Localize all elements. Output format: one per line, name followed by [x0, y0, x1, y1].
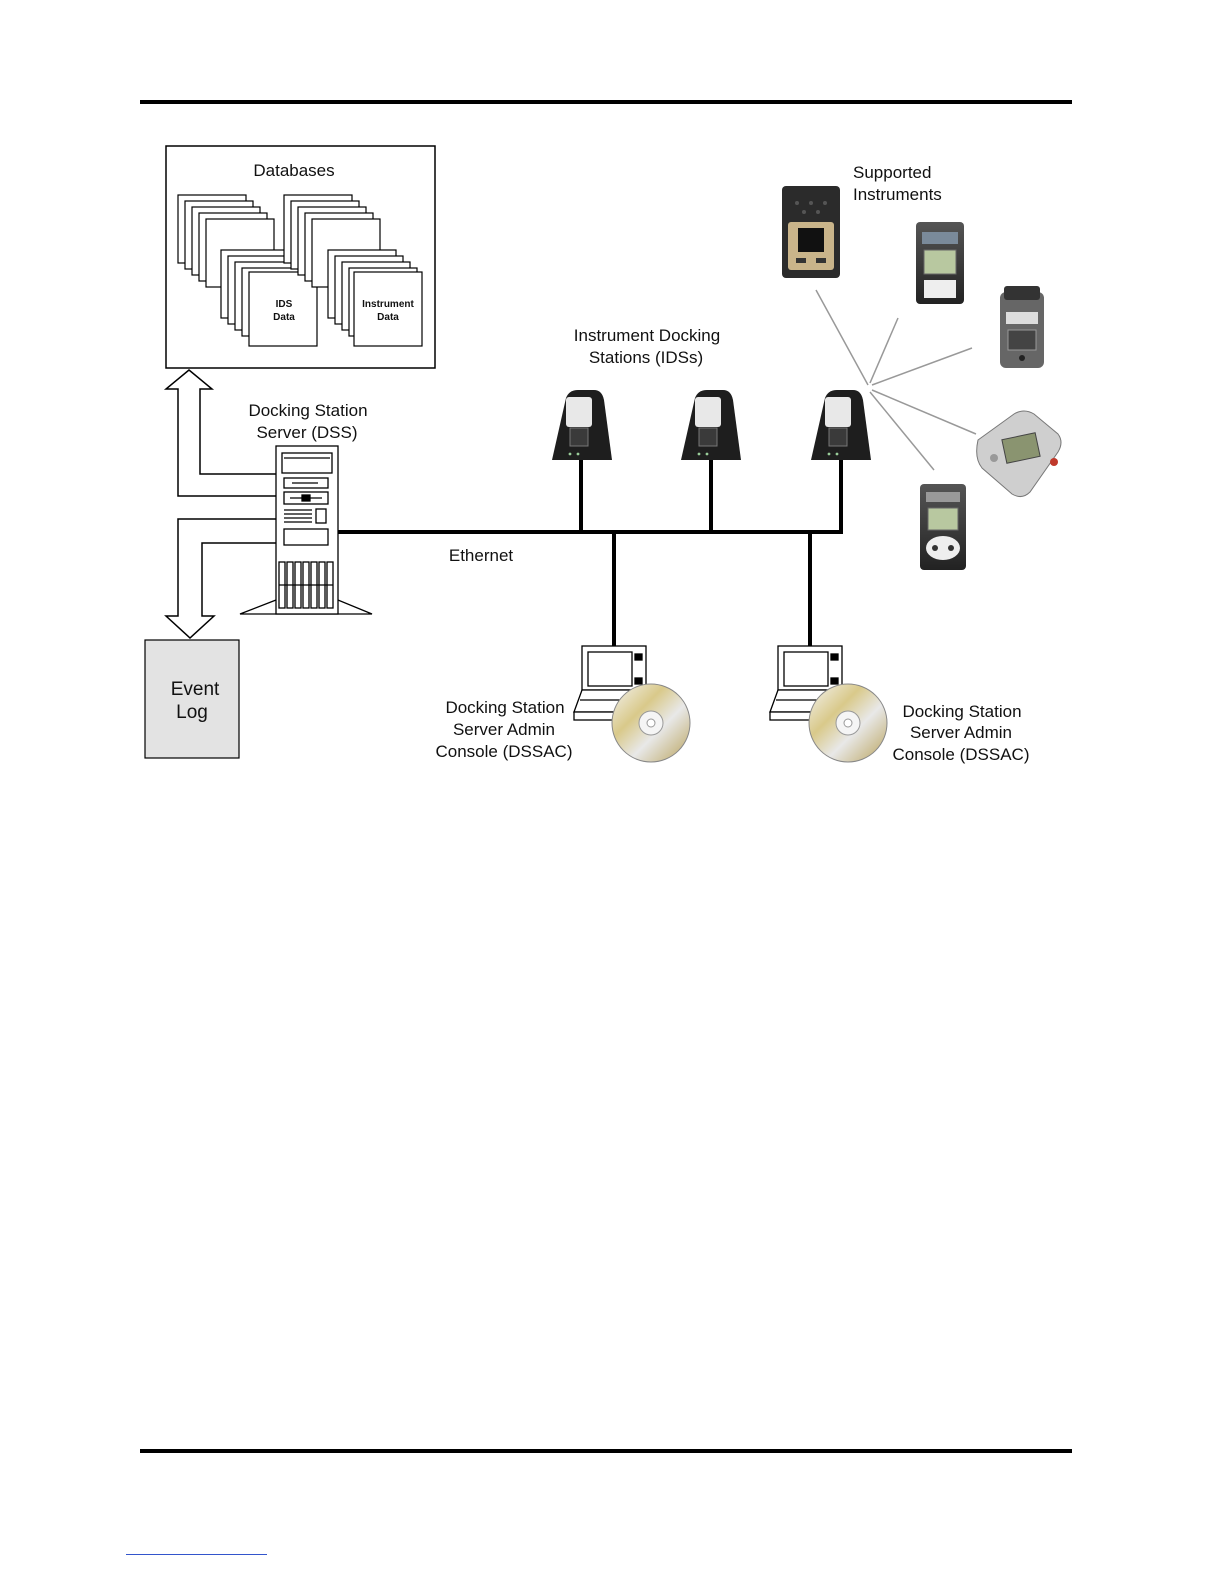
- dssac-left-label-3: Console (DSSAC): [436, 742, 573, 761]
- instrument-data-label-2: Data: [377, 312, 399, 323]
- dssac-left-label-2: Server Admin: [453, 720, 555, 739]
- instrument-device-icon-1: [782, 186, 840, 278]
- supported-instruments-label-2: Instruments: [853, 185, 942, 204]
- databases-label: Databases: [253, 161, 334, 180]
- docking-station-icon-1: [552, 390, 612, 460]
- supported-instruments-label-1: Supported: [853, 163, 931, 182]
- dssac-left-label-1: Docking Station: [445, 698, 564, 717]
- cd-disc-icon-right: [809, 684, 887, 762]
- idss-label-1: Instrument Docking: [574, 326, 720, 345]
- ids-data-label-2: Data: [273, 312, 295, 323]
- instrument-device-icon-5: [920, 484, 966, 570]
- dssac-right-label-2: Server Admin: [910, 723, 1012, 742]
- cd-disc-icon-left: [612, 684, 690, 762]
- docking-station-icon-3: [811, 390, 871, 460]
- event-log-label-2: Log: [176, 702, 208, 723]
- instrument-device-icon-3: [1000, 286, 1044, 368]
- event-log-box: Event Log: [145, 640, 239, 758]
- instrument-data-label-1: Instrument: [362, 299, 414, 310]
- databases-box: Databases IDS Data Instrumen: [166, 146, 435, 368]
- instrument-device-icon-4: [977, 411, 1061, 497]
- ethernet-label: Ethernet: [449, 546, 514, 565]
- footer-rule: [140, 1449, 1072, 1453]
- ids-data-label-1: IDS: [276, 299, 293, 310]
- event-log-label-1: Event: [171, 679, 220, 700]
- idss-label-2: Stations (IDSs): [589, 348, 703, 367]
- instrument-device-icon-2: [916, 222, 964, 304]
- dssac-right-label-1: Docking Station: [902, 702, 1021, 721]
- dss-label-2: Server (DSS): [256, 423, 357, 442]
- footer-link-underline[interactable]: [126, 1554, 267, 1555]
- docking-station-icon-2: [681, 390, 741, 460]
- ethernet-network: [338, 460, 843, 648]
- dssac-right-label-3: Console (DSSAC): [893, 745, 1030, 764]
- dss-label-1: Docking Station: [248, 401, 367, 420]
- dss-eventlog-arrow: [166, 519, 278, 638]
